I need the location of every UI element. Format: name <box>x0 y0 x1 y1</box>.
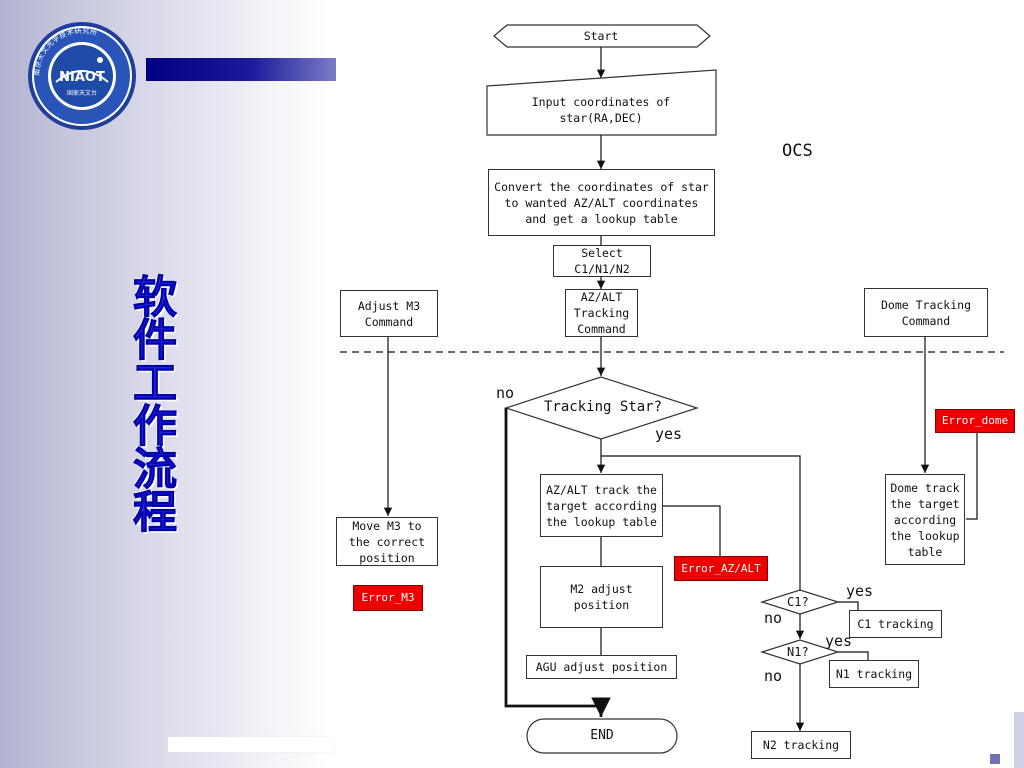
tracking-no-label: no <box>496 384 515 402</box>
c1-tracking-node: C1 tracking <box>849 610 942 638</box>
n2-tracking-node: N2 tracking <box>751 731 851 759</box>
error-dome-badge: Error_dome <box>935 409 1015 433</box>
ocs-label: OCS <box>782 141 813 161</box>
logo-sub-text: 国家天文台 <box>67 89 97 97</box>
m2-adjust-node: M2 adjust position <box>540 566 663 628</box>
c1-no-label: no <box>764 609 783 627</box>
adjust-m3-command-node: Adjust M3 Command <box>340 290 438 337</box>
n1-no-label: no <box>764 667 783 685</box>
n1-question-label: N1? <box>787 645 809 659</box>
move-m3-node: Move M3 to the correct position <box>336 517 438 566</box>
c1-question-label: C1? <box>787 595 809 609</box>
agu-adjust-node: AGU adjust position <box>526 655 677 679</box>
select-instrument-node: Select C1/N1/N2 <box>553 245 651 277</box>
footer-strip <box>168 737 334 752</box>
logo-center-text: NIAOT <box>59 70 105 85</box>
c1-yes-label: yes <box>846 582 874 600</box>
end-node: END <box>590 728 614 743</box>
error-m3-badge: Error_M3 <box>353 585 423 611</box>
n1-yes-label: yes <box>825 632 853 650</box>
input-coordinates-node: Input coordinates of star(RA,DEC) <box>531 95 671 125</box>
error-azalt-badge: Error_AZ/ALT <box>674 556 768 581</box>
dome-tracking-command-node: Dome Tracking Command <box>864 288 988 337</box>
slide-title: 软件工作流程 <box>133 272 178 538</box>
azalt-track-node: AZ/ALT track the target according the lo… <box>540 474 663 537</box>
tracking-star-label: Tracking Star? <box>544 399 663 415</box>
corner-square <box>990 754 1000 764</box>
institute-logo: 南京天文光学技术研究所 NIAOT 国家天文台 <box>26 20 138 132</box>
n1-tracking-node: N1 tracking <box>829 660 919 688</box>
dome-track-node: Dome track the target according the look… <box>885 474 965 565</box>
end-terminal-shape <box>526 718 678 754</box>
tracking-yes-label: yes <box>655 425 683 443</box>
tracking-star-diamond <box>504 376 699 440</box>
input-parallelogram-shape <box>486 69 717 136</box>
start-node: Start <box>583 29 619 43</box>
header-accent-bar <box>146 58 336 81</box>
start-terminal-shape <box>493 24 711 48</box>
azalt-tracking-command-node: AZ/ALT Tracking Command <box>565 289 638 337</box>
convert-coordinates-node: Convert the coordinates of star to wante… <box>488 169 715 236</box>
corner-decoration <box>1014 712 1024 768</box>
